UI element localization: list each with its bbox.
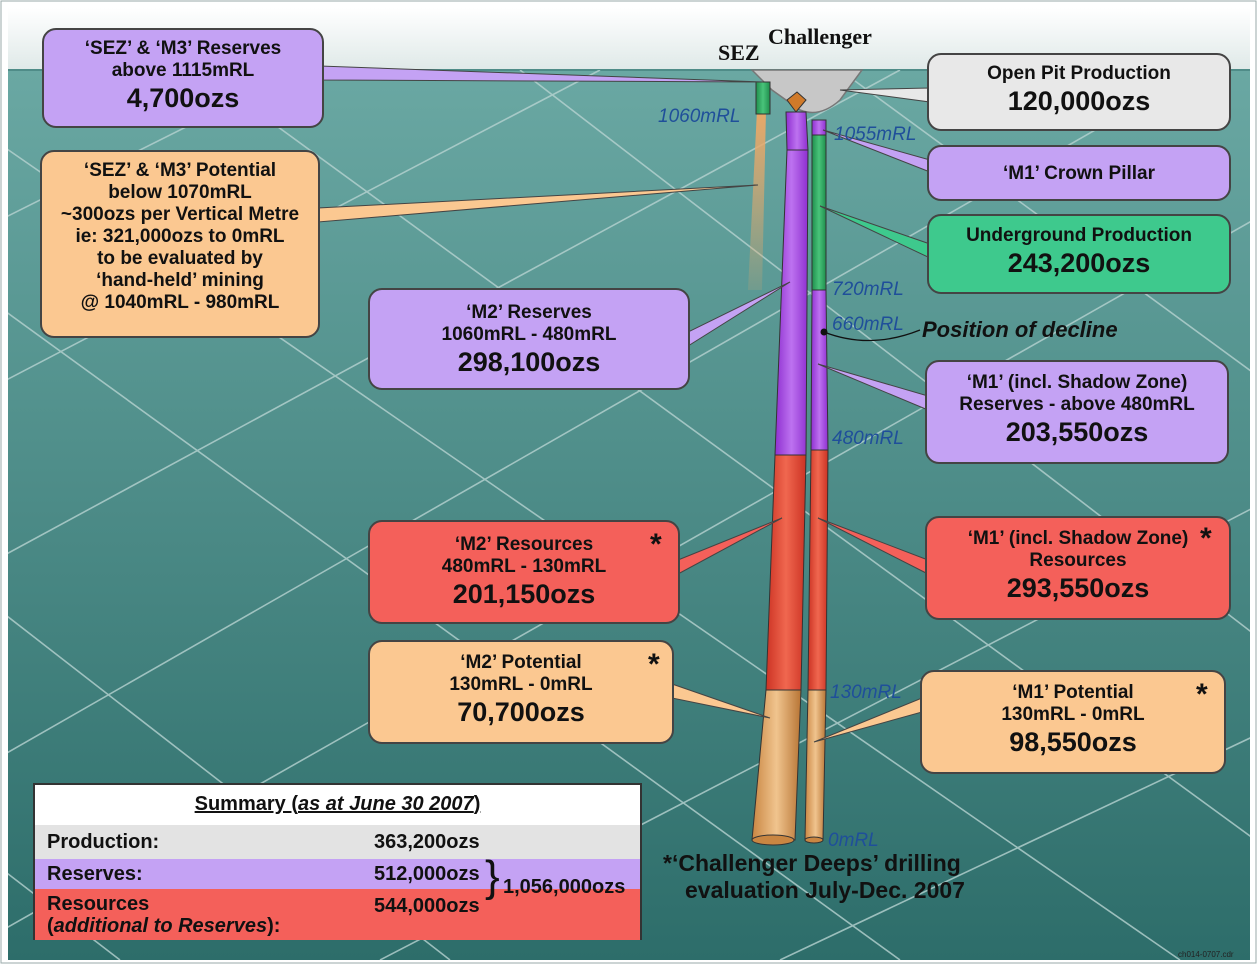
summary-value: 512,000ozs — [374, 863, 480, 885]
level-label-660: 660mRL — [832, 314, 904, 335]
summary-value: 544,000ozs — [374, 895, 480, 917]
callout-value: 98,550ozs — [1009, 727, 1137, 757]
callout-value: 120,000ozs — [1007, 86, 1151, 116]
callout-m2-resources: ‘M2’ Resources 480mRL - 130mRL 201,150oz… — [368, 520, 680, 624]
callout-sez-m3-potential: ‘SEZ’ & ‘M3’ Potential below 1070mRL ~30… — [40, 150, 320, 338]
callout-line: @ 1040mRL - 980mRL — [80, 292, 280, 313]
summary-total: 1,056,000ozs — [503, 876, 626, 898]
decline-label: Position of decline — [922, 317, 1118, 342]
asterisk-m2-potential: * — [648, 648, 660, 681]
summary-value: 363,200ozs — [374, 831, 480, 853]
callout-line: ‘M1’ Crown Pillar — [1002, 163, 1156, 184]
callout-value: 203,550ozs — [1005, 417, 1149, 447]
level-label-480: 480mRL — [832, 428, 904, 449]
summary-brace: } — [485, 852, 500, 901]
callout-underground-production: Underground Production 243,200ozs — [927, 214, 1231, 294]
callout-m1-reserves: ‘M1’ (incl. Shadow Zone) Reserves - abov… — [925, 360, 1229, 464]
summary-heading-text: Summary ( — [194, 793, 298, 815]
callout-value: 201,150ozs — [452, 579, 596, 609]
callout-line: 130mRL - 0mRL — [1001, 704, 1145, 725]
deeps-note-line-2: evaluation July-Dec. 2007 — [685, 877, 965, 903]
deeps-note-line-1: *‘Challenger Deeps’ drilling — [663, 850, 961, 876]
summary-row-resources: Resources(additional to Reserves): 544,0… — [35, 889, 640, 940]
m1-orebody — [804, 119, 829, 844]
m2-orebody — [751, 91, 809, 846]
callout-line: to be evaluated by — [97, 248, 263, 269]
summary-heading: Summary (as at June 30 2007) — [35, 793, 640, 816]
callout-m1-potential: ‘M1’ Potential 130mRL - 0mRL 98,550ozs — [920, 670, 1226, 774]
summary-label: Production: — [47, 831, 160, 853]
callout-line: ‘SEZ’ & ‘M3’ Potential — [83, 160, 277, 181]
callout-line: 130mRL - 0mRL — [449, 674, 593, 695]
level-label-0: 0mRL — [828, 830, 879, 851]
summary-label-main: Resources — [47, 893, 150, 915]
callout-m1-resources: ‘M1’ (incl. Shadow Zone) Resources 293,5… — [925, 516, 1231, 620]
challenger-deeps-note: *‘Challenger Deeps’ drilling evaluation … — [663, 850, 965, 904]
level-label-720: 720mRL — [832, 279, 904, 300]
callout-m1-crown-pillar: ‘M1’ Crown Pillar — [927, 145, 1231, 201]
level-label-130: 130mRL — [830, 682, 902, 703]
callout-line: ‘hand-held’ mining — [96, 270, 264, 291]
leader-lines — [317, 65, 931, 743]
callout-line: ‘M2’ Potential — [460, 652, 582, 673]
callout-line: ie: 321,000ozs to 0mRL — [75, 226, 285, 247]
file-credit: ch014-0707.cdr — [1178, 950, 1234, 959]
callout-sez-m3-reserves: ‘SEZ’ & ‘M3’ Reserves above 1115mRL 4,70… — [42, 28, 324, 128]
sez-title: SEZ — [718, 40, 760, 65]
asterisk-m1-potential: * — [1196, 678, 1208, 711]
callout-line: Open Pit Production — [987, 63, 1171, 84]
summary-label: Reserves: — [47, 863, 143, 885]
callout-line: Resources — [1029, 550, 1127, 571]
callout-open-pit: Open Pit Production 120,000ozs — [927, 53, 1231, 131]
callout-line: above 1115mRL — [111, 60, 255, 81]
level-label-1060: 1060mRL — [658, 106, 741, 127]
summary-row-reserves: Reserves: 512,000ozs — [35, 859, 640, 889]
asterisk-m1-resources: * — [1200, 522, 1212, 555]
callout-line: ‘M1’ (incl. Shadow Zone) — [967, 528, 1189, 549]
sez-reserve-zone — [755, 81, 771, 115]
callout-value: 243,200ozs — [1007, 248, 1151, 278]
callout-line: ‘M2’ Reserves — [466, 302, 592, 323]
callout-line: ‘M2’ Resources — [454, 534, 594, 555]
summary-label: Resources(additional to Reserves): — [47, 893, 281, 937]
summary-heading-close: ) — [473, 793, 481, 815]
callout-line: ‘M1’ Potential — [1012, 682, 1134, 703]
callout-m2-potential: ‘M2’ Potential 130mRL - 0mRL 70,700ozs — [368, 640, 674, 744]
callout-value: 4,700ozs — [126, 83, 240, 113]
callout-value: 298,100ozs — [457, 347, 601, 377]
summary-heading-date: as at June 30 2007 — [298, 793, 474, 815]
callout-line: 1060mRL - 480mRL — [441, 324, 617, 345]
summary-table: Summary (as at June 30 2007) Production:… — [33, 783, 642, 940]
sez-potential-zone — [748, 110, 766, 290]
asterisk-m2-resources: * — [650, 528, 662, 561]
challenger-title: Challenger — [768, 24, 872, 49]
callout-line: Underground Production — [966, 225, 1192, 246]
callout-m2-reserves: ‘M2’ Reserves 1060mRL - 480mRL 298,100oz… — [368, 288, 690, 390]
summary-row-production: Production: 363,200ozs — [35, 825, 640, 859]
level-label-1055: 1055mRL — [834, 124, 917, 145]
callout-value: 70,700ozs — [457, 697, 585, 727]
callout-value: 293,550ozs — [1006, 573, 1150, 603]
callout-line: Reserves - above 480mRL — [959, 394, 1195, 415]
callout-line: ‘M1’ (incl. Shadow Zone) — [966, 372, 1188, 393]
summary-label-note: additional to Reserves — [53, 915, 268, 937]
callout-line: 480mRL - 130mRL — [441, 556, 607, 577]
callout-line: ~300ozs per Vertical Metre — [60, 204, 300, 225]
callout-line: ‘SEZ’ & ‘M3’ Reserves — [84, 38, 282, 59]
callout-line: below 1070mRL — [108, 182, 252, 203]
open-pit — [750, 69, 864, 114]
